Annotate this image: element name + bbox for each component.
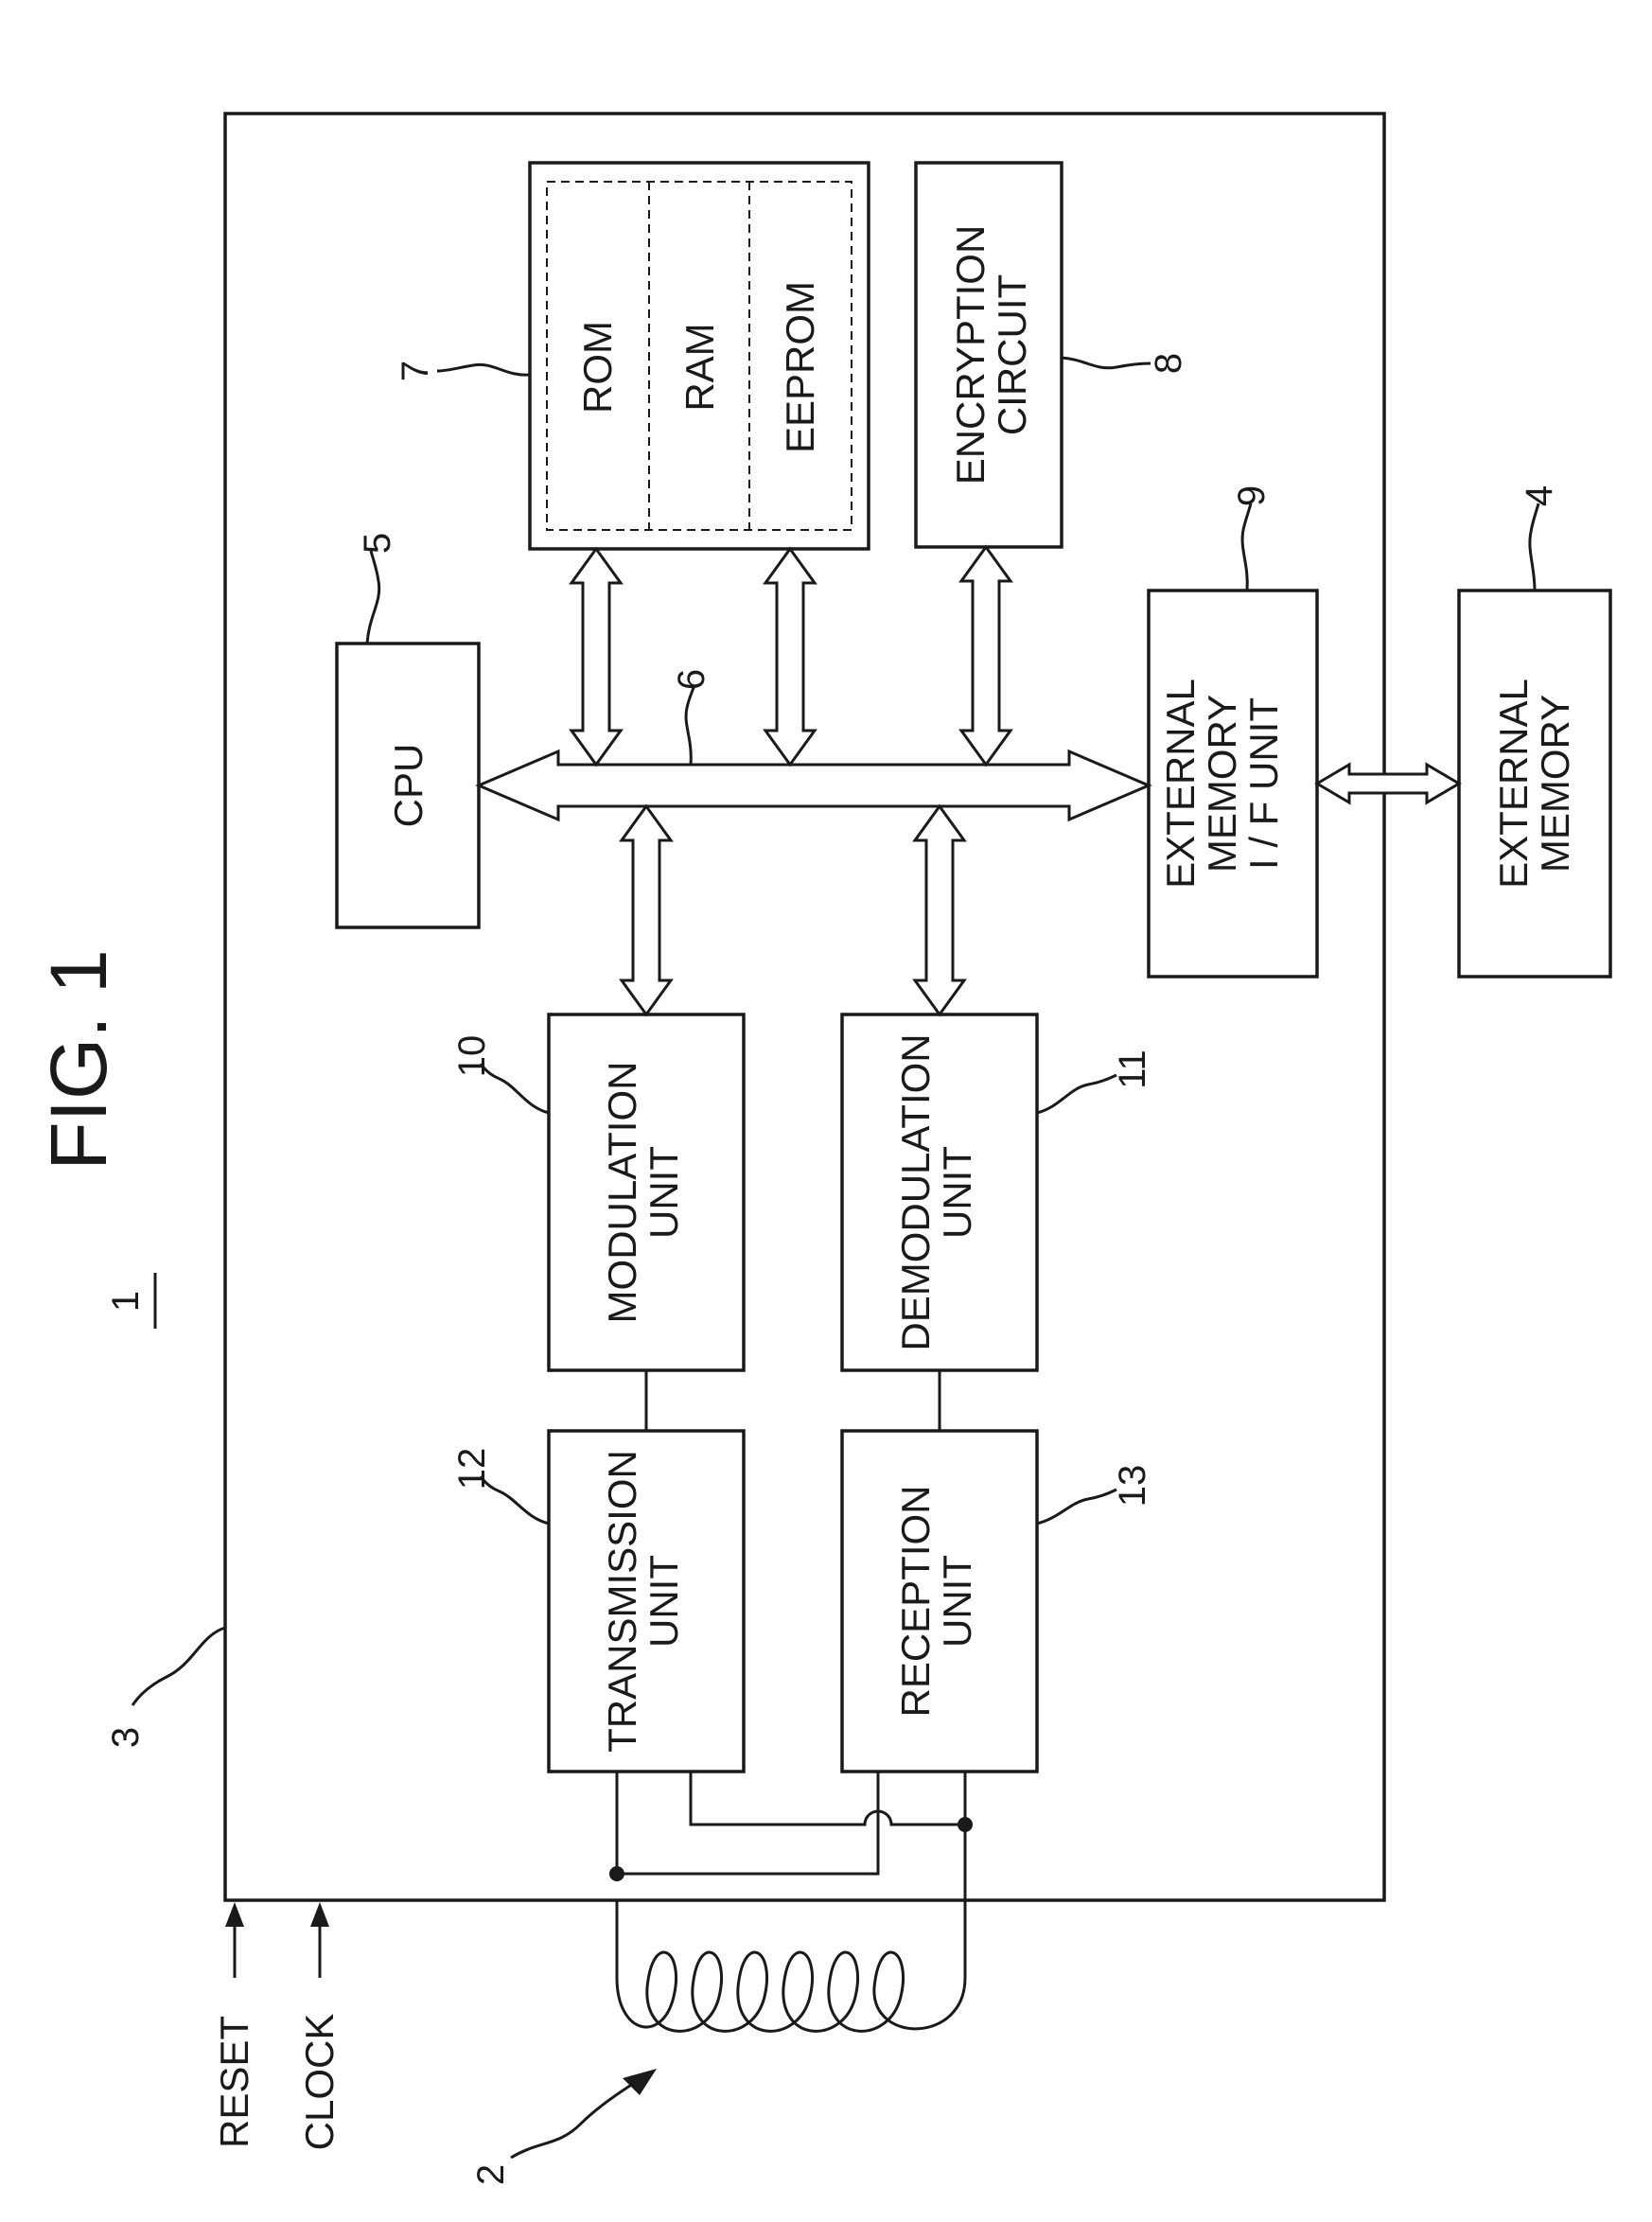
junction-tx xyxy=(609,1866,624,1881)
transmission-ref-label: 12 xyxy=(451,1448,493,1490)
device-ref-label: 1 xyxy=(105,1291,147,1312)
eeprom-label: EEPROM xyxy=(778,281,822,453)
cpu-ref-label: 5 xyxy=(357,533,398,554)
ext-if-ref-label: 9 xyxy=(1231,485,1273,506)
reception-label-line2: UNIT xyxy=(935,1555,979,1648)
ext-memory-ref-label: 4 xyxy=(1519,485,1560,506)
reset-label: RESET xyxy=(212,2016,256,2148)
ext-if-label-line1: EXTERNAL xyxy=(1158,679,1203,889)
memory-ref-label: 7 xyxy=(395,361,436,381)
cpu-label: CPU xyxy=(386,744,431,828)
coil-ref-label: 2 xyxy=(470,2164,512,2185)
chip-ref-label: 3 xyxy=(105,1727,147,1748)
ext-memory-label-line2: MEMORY xyxy=(1533,695,1577,873)
figure-title: FIG. 1 xyxy=(34,949,123,1170)
encryption-label-line2: CIRCUIT xyxy=(990,274,1034,435)
modulation-label-line2: UNIT xyxy=(641,1146,686,1239)
ext-memory-label-line1: EXTERNAL xyxy=(1491,679,1536,889)
transmission-label-line1: TRANSMISSION xyxy=(600,1450,644,1753)
ram-label: RAM xyxy=(677,323,722,411)
clock-label: CLOCK xyxy=(297,2014,342,2151)
chip-leader xyxy=(132,1628,225,1705)
coil-antenna xyxy=(617,1900,965,2031)
modulation-label-line1: MODULATION xyxy=(600,1062,644,1324)
ext-if-label-line2: MEMORY xyxy=(1200,695,1244,873)
encryption-ref-label: 8 xyxy=(1148,353,1189,374)
modulation-ref-label: 10 xyxy=(451,1035,493,1078)
reset-arrowhead xyxy=(225,1902,244,1927)
demodulation-label-line1: DEMODULATION xyxy=(893,1033,938,1350)
demodulation-label-line2: UNIT xyxy=(935,1146,979,1239)
coil-leader-arrowhead xyxy=(623,2069,657,2095)
bus-ref-label: 6 xyxy=(671,669,712,690)
demodulation-ref-label: 11 xyxy=(1112,1049,1153,1089)
clock-arrowhead xyxy=(310,1902,329,1927)
reception-label-line1: RECEPTION xyxy=(893,1485,938,1717)
encryption-label-line1: ENCRYPTION xyxy=(948,225,993,485)
rom-label: ROM xyxy=(575,321,620,414)
transmission-label-line2: UNIT xyxy=(641,1555,686,1648)
reception-ref-label: 13 xyxy=(1112,1465,1153,1508)
coil-leader xyxy=(511,2082,636,2158)
ext-memory-leader xyxy=(1530,503,1538,591)
junction-rx xyxy=(958,1817,973,1832)
ext-memory-link xyxy=(1317,765,1459,802)
ext-if-label-line3: I / F UNIT xyxy=(1241,697,1286,870)
